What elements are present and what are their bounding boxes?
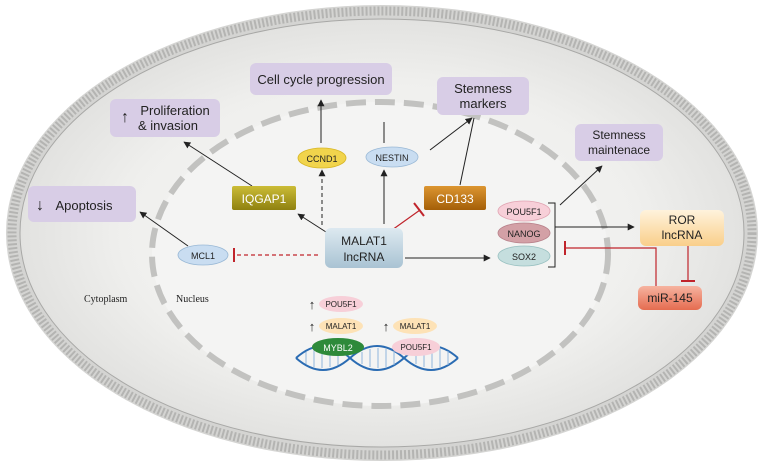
mcl1-label: MCL1 (191, 251, 215, 261)
pou5f1-dna-label: POU5F1 (400, 343, 432, 352)
arrow-malat1-iqgap1 (297, 213, 327, 233)
nanog-label: NANOG (507, 229, 540, 239)
malat1-up-left-oval (319, 318, 363, 334)
cell-membrane-beads (7, 6, 757, 460)
pou5f1-up-oval (319, 296, 363, 312)
up-arrow-malat1-right: ↑ (383, 319, 390, 334)
iqgap1-node (232, 186, 296, 210)
stemness-markers-box (437, 77, 529, 115)
apoptosis-label: Apoptosis (55, 198, 113, 213)
malat1-label-2: lncRNA (344, 250, 385, 264)
ccnd1-label: CCND1 (306, 154, 337, 164)
arrow-nestin-stemness-to-box (429, 117, 473, 151)
cell-cycle-box (250, 63, 392, 95)
arrow-bracket-stemness-maintenance (559, 165, 603, 206)
proliferation-label-2: & invasion (138, 118, 198, 133)
pou5f1-label: POU5F1 (506, 207, 541, 217)
malat1-up-right-label: MALAT1 (400, 322, 431, 331)
cell-cycle-label: Cell cycle progression (257, 72, 384, 87)
mir145-label: miR-145 (647, 291, 693, 305)
inhibit-mir145-pluripotency (566, 247, 657, 288)
stemness-maintenance-label-2: maintenace (588, 143, 650, 157)
ror-label-1: ROR (669, 213, 696, 227)
arrow-iqgap1-proliferation (183, 141, 253, 187)
stemness-maintenance-label-1: Stemness (592, 128, 645, 142)
inhibit-malat1-cd133 (391, 209, 421, 231)
proliferation-box (110, 99, 220, 137)
down-arrow-glyph: ↓ (36, 197, 44, 214)
sox2-label: SOX2 (512, 252, 536, 262)
malat1-node (325, 228, 403, 268)
malat1-up-right-oval (393, 318, 437, 334)
malat1-label-1: MALAT1 (341, 234, 387, 248)
proliferation-label-1: Proliferation (140, 103, 209, 118)
nestin-label: NESTIN (375, 153, 408, 163)
pou5f1-up-label: POU5F1 (325, 300, 357, 309)
mybl2-oval (312, 338, 364, 356)
ccnd1-node (297, 147, 347, 169)
iqgap1-label: IQGAP1 (242, 192, 287, 206)
up-arrow-pou5f1: ↑ (309, 297, 316, 312)
up-arrow-malat1-left: ↑ (309, 319, 316, 334)
pou5f1-node (497, 200, 551, 222)
arrow-cd133-stemness (459, 117, 475, 186)
mir145-node (638, 286, 702, 310)
pou5f1-dna-oval (392, 338, 440, 356)
nucleus-label: Nucleus (176, 294, 209, 305)
cd133-label: CD133 (436, 192, 474, 206)
nestin-node (365, 146, 419, 168)
sox2-node (497, 245, 551, 267)
nanog-node (497, 222, 551, 244)
stemness-markers-label-2: markers (460, 96, 507, 111)
mcl1-node (177, 244, 229, 266)
stemness-markers-label-1: Stemness (454, 81, 512, 96)
cytoplasm-label: Cytoplasm (84, 294, 128, 305)
mybl2-label: MYBL2 (323, 343, 353, 353)
pluripotency-bracket (548, 202, 556, 268)
inhibit-malat1-cd133-bar (413, 202, 425, 217)
ror-label-2: lncRNA (662, 228, 703, 242)
stemness-maintenance-box (575, 124, 663, 161)
cd133-node (424, 186, 486, 210)
apoptosis-box (28, 186, 136, 222)
malat1-up-left-label: MALAT1 (326, 322, 357, 331)
up-arrow-glyph: ↑ (121, 109, 129, 126)
arrow-mcl1-apoptosis (139, 211, 189, 247)
ror-node (640, 210, 724, 246)
